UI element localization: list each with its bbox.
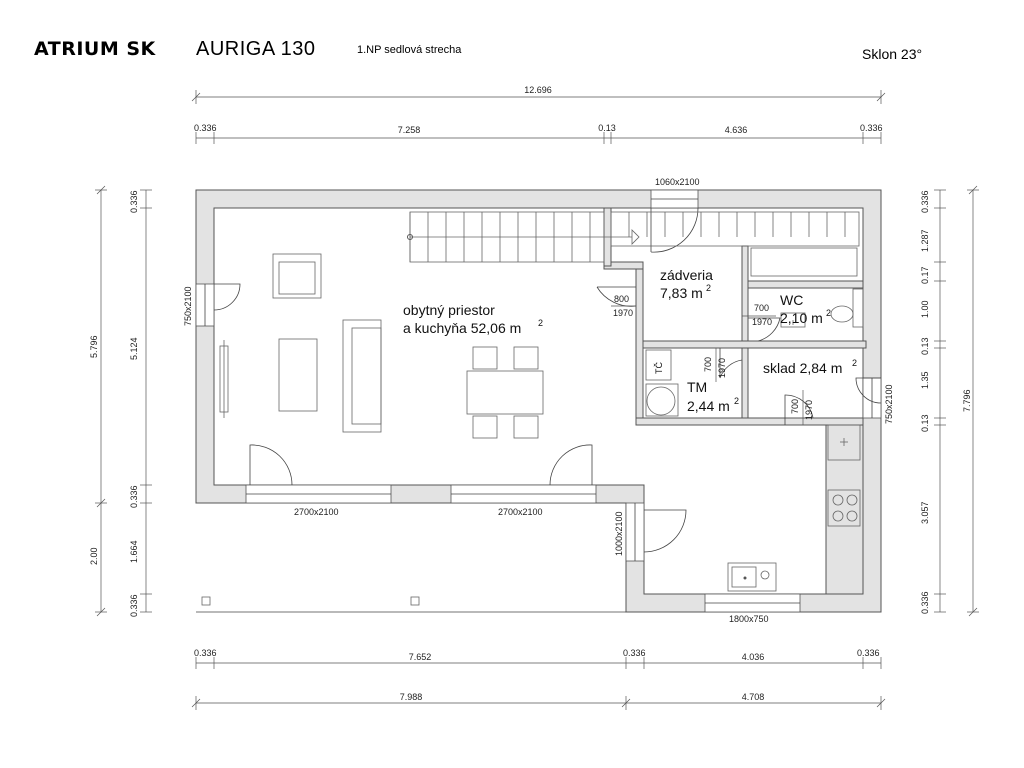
dim-top-part-5: 0.336 xyxy=(860,123,883,133)
dim-bottom-total-1: 7.988 xyxy=(400,692,423,702)
right-dimensions: 0.336 1.287 0.17 1.00 0.13 1.35 0.13 3.0… xyxy=(920,185,979,617)
bottom-dimensions: 0.336 7.652 0.336 4.036 0.336 7.988 4.70… xyxy=(191,648,886,710)
model-title: AURIGA 130 xyxy=(196,38,316,60)
tech-room-sup: 2 xyxy=(734,396,739,406)
dim-right-part-5: 0.13 xyxy=(920,337,930,355)
dim-top-total: 12.696 xyxy=(524,85,552,95)
exterior-wall xyxy=(195,189,882,613)
dim-left-inner-2: 5.124 xyxy=(129,337,139,360)
wc-sup: 2 xyxy=(826,308,831,318)
kitchen-door-label: 1000x2100 xyxy=(614,511,624,556)
storage-name: sklad 2,84 m xyxy=(763,360,842,376)
entry-sup: 2 xyxy=(706,283,711,293)
roof-slope: Sklon 23° xyxy=(862,46,922,62)
plan-subtitle: 1.NP sedlová strecha xyxy=(357,44,462,56)
wc-name: WC xyxy=(780,292,803,308)
dim-right-part-3: 0.17 xyxy=(920,266,930,284)
dim-bottom-part-5: 0.336 xyxy=(857,648,880,658)
interior-walls xyxy=(603,207,867,595)
entry-window-label: 1060x2100 xyxy=(655,177,700,187)
sklad-door-height: 1970 xyxy=(804,400,814,420)
dim-bottom-total-2: 4.708 xyxy=(742,692,765,702)
heat-pump-label: TČ xyxy=(654,362,664,374)
dim-left-inner-1: 0.336 xyxy=(129,190,139,213)
kitchen-window-label: 1800x750 xyxy=(729,614,769,624)
storage-sup: 2 xyxy=(852,358,857,368)
dim-right-part-6: 1.35 xyxy=(920,371,930,389)
sklad-door-width: 700 xyxy=(790,399,800,414)
entry-area: 7,83 m xyxy=(660,285,703,301)
staircase xyxy=(407,211,860,263)
tech-room-area: 2,44 m xyxy=(687,398,730,414)
left-window-label: 750x2100 xyxy=(183,286,193,326)
brand-title: ATRIUM SK xyxy=(34,38,157,60)
dim-right-part-9: 0.336 xyxy=(920,591,930,614)
tm-door-height: 1970 xyxy=(717,358,727,378)
dim-bottom-part-4: 4.036 xyxy=(742,652,765,662)
dim-left-inner-3: 0.336 xyxy=(129,485,139,508)
bathroom-fixtures xyxy=(645,247,864,417)
dim-right-part-1: 0.336 xyxy=(920,190,930,213)
left-dimensions: 5.796 2.00 0.336 5.124 0.336 1.664 0.336 xyxy=(89,185,152,617)
room-labels: obytný priestor a kuchyňa 52,06 m 2 zádv… xyxy=(403,267,857,414)
openings xyxy=(195,189,882,613)
dim-top-part-4: 4.636 xyxy=(725,125,748,135)
dim-left-outer-2: 2.00 xyxy=(89,547,99,565)
dim-top-part-1: 0.336 xyxy=(194,123,217,133)
entry-door-height: 1970 xyxy=(613,308,633,318)
terrace xyxy=(196,596,626,613)
living-room-area: a kuchyňa 52,06 m xyxy=(403,320,521,336)
entry-door-width: 800 xyxy=(614,294,629,304)
opening-labels: 1060x2100 750x2100 750x2100 2700x2100 27… xyxy=(183,177,894,624)
wc-door-height: 1970 xyxy=(752,317,772,327)
tech-room-name: TM xyxy=(687,379,707,395)
top-dimensions: 12.696 0.336 7.258 0.13 4.636 0.336 xyxy=(191,85,886,144)
living-room-name: obytný priestor xyxy=(403,302,495,318)
dim-left-inner-4: 1.664 xyxy=(129,540,139,563)
dim-left-inner-5: 0.336 xyxy=(129,594,139,617)
dim-left-outer-1: 5.796 xyxy=(89,335,99,358)
dim-right-part-4: 1.00 xyxy=(920,300,930,318)
dim-right-part-2: 1.287 xyxy=(920,229,930,252)
living-furniture xyxy=(219,253,544,439)
tm-door-width: 700 xyxy=(703,357,713,372)
kitchen-fixtures xyxy=(727,424,861,592)
right-window-label: 750x2100 xyxy=(884,384,894,424)
entry-name: zádveria xyxy=(660,267,713,283)
wc-door-width: 700 xyxy=(754,303,769,313)
glazing-right-label: 2700x2100 xyxy=(498,507,543,517)
dim-top-part-3: 0.13 xyxy=(598,123,616,133)
dim-right-part-7: 0.13 xyxy=(920,414,930,432)
wc-area: 2,10 m xyxy=(780,310,823,326)
dim-bottom-part-3: 0.336 xyxy=(623,648,646,658)
dim-right-total: 7.796 xyxy=(962,389,972,412)
dim-bottom-part-2: 7.652 xyxy=(409,652,432,662)
living-room-sup: 2 xyxy=(538,318,543,328)
dim-top-part-2: 7.258 xyxy=(398,125,421,135)
glazing-left-label: 2700x2100 xyxy=(294,507,339,517)
dim-bottom-part-1: 0.336 xyxy=(194,648,217,658)
dim-right-part-8: 3.057 xyxy=(920,501,930,524)
